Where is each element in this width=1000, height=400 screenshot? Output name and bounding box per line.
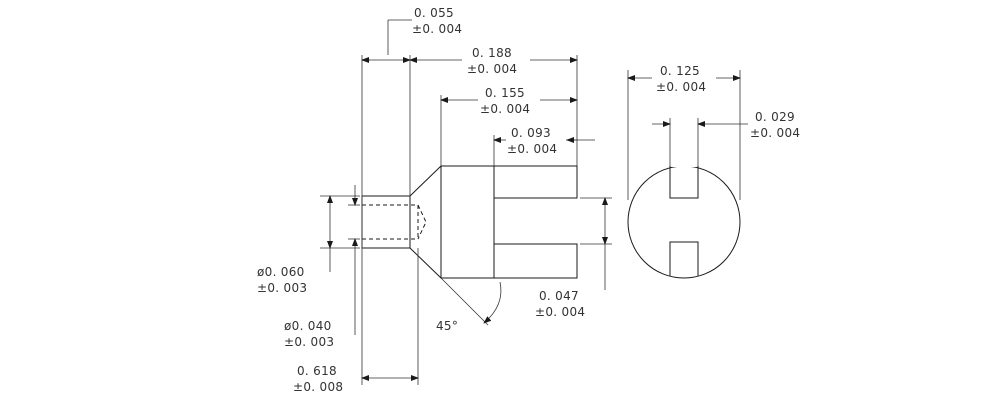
end-slot-top — [669, 165, 699, 199]
dim-overall-body-tol: ±0. 004 — [467, 62, 517, 76]
dim-hole-dia-tol: ±0. 003 — [284, 335, 334, 349]
dim-slot-depth-tol: ±0. 004 — [507, 142, 557, 156]
chamfer-cone — [409, 165, 442, 279]
dim-head-length-value: 0. 055 — [414, 6, 454, 20]
dim-slot-depth-value: 0. 093 — [511, 126, 551, 140]
hidden-bore — [362, 204, 427, 240]
end-view — [627, 165, 741, 279]
dim-head-dia-tol: ±0. 003 — [257, 281, 307, 295]
side-view — [361, 165, 578, 279]
dim-end-dia-value: 0. 125 — [660, 64, 700, 78]
dim-end-dia-tol: ±0. 004 — [656, 80, 706, 94]
dim-slot-width-tol: ±0. 004 — [535, 305, 585, 319]
dim-end-slot-tol: ±0. 004 — [750, 126, 800, 140]
chamfer-angle-label: 45° — [436, 319, 458, 333]
dim-end-slot-value: 0. 029 — [755, 110, 795, 124]
dim-head-length-tol: ±0. 004 — [412, 22, 462, 36]
dim-slot-width-value: 0. 047 — [539, 289, 579, 303]
dimension-labels: 0. 055 ±0. 004 0. 188 ±0. 004 0. 155 ±0.… — [257, 6, 800, 394]
dim-head-dia-value: ø0. 060 — [257, 265, 305, 279]
head-outline — [361, 195, 411, 249]
dim-overall-body-value: 0. 188 — [472, 46, 512, 60]
dim-total-length-tol: ±0. 008 — [293, 380, 343, 394]
dim-body-length-value: 0. 155 — [485, 86, 525, 100]
dim-hole-dia-value: ø0. 040 — [284, 319, 332, 333]
dim-total-length-value: 0. 618 — [297, 364, 337, 378]
dim-body-length-tol: ±0. 004 — [480, 102, 530, 116]
end-view-circle — [627, 165, 741, 279]
dimension-lines — [320, 19, 748, 385]
end-slot-bottom — [669, 241, 699, 275]
fork-body — [440, 165, 578, 279]
